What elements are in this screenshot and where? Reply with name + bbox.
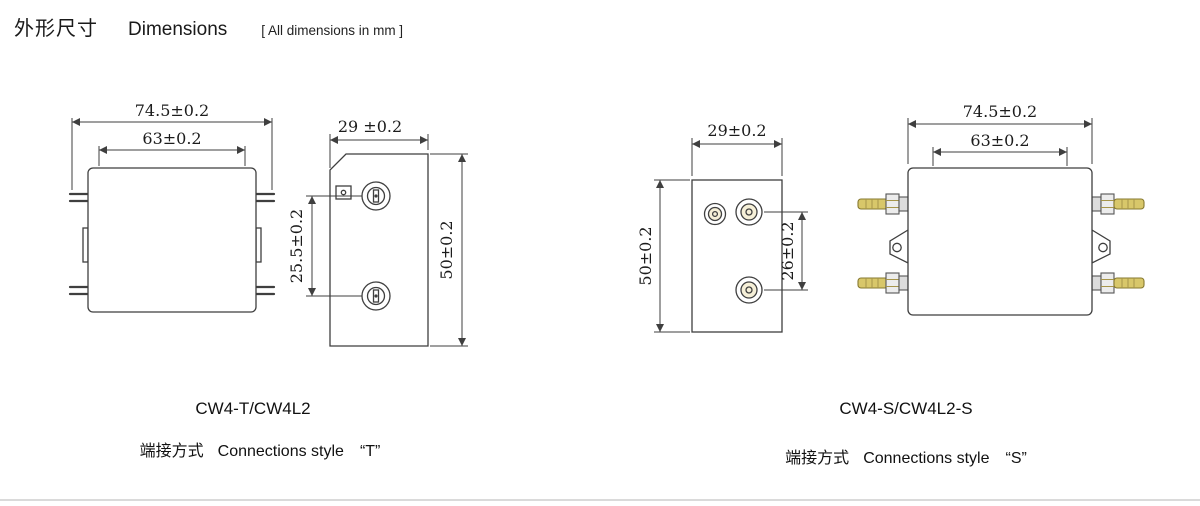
s-front-view: 74.5±0.2 63±0.2	[857, 102, 1145, 316]
s-model-label: CW4-S/CW4L2-S	[839, 399, 973, 418]
t-front-body-width-dim: 63±0.2	[142, 129, 201, 148]
s-side-dimension-lines	[654, 138, 808, 333]
t-caption-chinese: 端接方式	[139, 443, 204, 460]
s-front-stud-bottom-left	[857, 272, 909, 294]
t-front-view: 74.5±0.2 63±0.2	[68, 101, 276, 313]
t-side-height-dim: 50±0.2	[437, 220, 456, 279]
s-front-stud-top-right	[1091, 193, 1145, 215]
t-side-view: 29 ±0.2 25.5±0.2 50±0.2	[287, 117, 468, 347]
s-side-height-dim: 50±0.2	[636, 226, 655, 285]
s-connection-caption: 端接方式 Connections style “S”	[706, 444, 1106, 468]
s-front-dimension-lines	[907, 118, 1093, 166]
s-front-stud-top-left	[857, 193, 909, 215]
t-front-dimension-lines	[71, 118, 273, 190]
s-caption-style-letter: “S”	[1005, 450, 1027, 467]
bottom-divider	[0, 499, 1200, 501]
t-model-label: CW4-T/CW4L2	[195, 399, 311, 418]
t-side-outline	[329, 153, 429, 347]
t-side-depth-dim: 29 ±0.2	[338, 117, 402, 136]
t-front-left-flange	[82, 227, 89, 263]
t-side-ground-lug	[335, 185, 352, 200]
t-front-overall-width-dim: 74.5±0.2	[135, 101, 209, 120]
t-side-ground-dot	[340, 189, 347, 196]
s-side-ground-terminal	[703, 202, 727, 226]
s-side-view: 29±0.2 50±0.2 26±0.2	[636, 121, 808, 333]
s-caption-chinese: 端接方式	[785, 450, 850, 467]
s-front-stud-bottom-right	[1091, 272, 1145, 294]
t-connection-caption: 端接方式 Connections style “T”	[60, 437, 460, 461]
t-caption-style-letter: “T”	[359, 443, 381, 460]
title-chinese: 外形尺寸	[14, 18, 98, 40]
s-side-terminal-bottom	[735, 276, 763, 304]
t-front-right-flange	[255, 227, 262, 263]
page-header: 外形尺寸 Dimensions [ All dimensions in mm ]	[14, 12, 403, 41]
s-front-body-width-dim: 63±0.2	[970, 131, 1029, 150]
s-caption-english: Connections style	[863, 450, 990, 467]
s-front-mounting-ear-right	[1091, 228, 1111, 265]
s-front-body	[907, 167, 1093, 316]
s-side-outline	[691, 179, 783, 333]
t-side-terminal-pitch-dim: 25.5±0.2	[287, 209, 306, 283]
t-front-solder-pins	[68, 192, 276, 296]
t-front-body	[87, 167, 257, 313]
s-side-terminal-top	[735, 198, 763, 226]
s-front-mounting-ear-left	[889, 228, 909, 265]
units-note: [ All dimensions in mm ]	[261, 23, 404, 38]
title-english: Dimensions	[128, 19, 228, 40]
t-caption-english: Connections style	[217, 443, 344, 460]
s-side-terminal-pitch-dim: 26±0.2	[778, 221, 797, 280]
s-side-depth-dim: 29±0.2	[707, 121, 766, 140]
t-side-dimension-lines	[306, 134, 468, 347]
s-front-overall-width-dim: 74.5±0.2	[963, 102, 1037, 121]
